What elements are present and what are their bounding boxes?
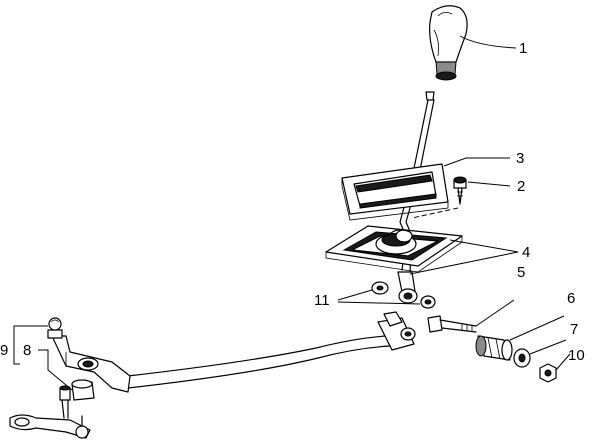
gear-knob	[429, 5, 468, 81]
callout-10: 10	[568, 347, 585, 364]
leader-5	[475, 299, 515, 327]
callout-6: 6	[567, 290, 575, 307]
callout-7: 7	[570, 321, 578, 338]
callout-9: 9	[0, 342, 8, 359]
washer-left	[371, 281, 389, 295]
lower-lever-bracket	[397, 271, 418, 304]
left-bracket-plate	[51, 335, 131, 393]
washer-right	[420, 295, 436, 309]
leader-4a	[449, 239, 519, 253]
screw	[453, 176, 467, 205]
leader-9	[13, 325, 48, 350]
leader-6	[509, 315, 565, 341]
lower-lever	[9, 414, 91, 439]
callout-5: 5	[517, 264, 525, 281]
leader-8	[38, 349, 73, 391]
callout-3: 3	[516, 150, 524, 167]
leader-4b	[409, 251, 519, 275]
callout-4: 4	[522, 244, 530, 261]
leader-11a	[337, 289, 373, 301]
gaiter-frame	[341, 163, 449, 221]
base-plate	[325, 225, 463, 273]
callout-2: 2	[517, 178, 525, 195]
leader-lines	[13, 35, 571, 391]
linkage-rod	[127, 311, 416, 389]
callout-labels: 1 2 3 4 5 6 7 8 9 10 11	[0, 40, 585, 364]
cap	[71, 379, 95, 401]
leader-7	[529, 339, 567, 355]
leader-3	[443, 157, 510, 167]
callout-1: 1	[519, 40, 527, 57]
nut	[539, 363, 557, 383]
lower-pin	[59, 385, 71, 419]
callout-8: 8	[23, 342, 31, 359]
washer-7	[513, 348, 531, 368]
leader-1	[459, 35, 517, 49]
leader-11b	[337, 301, 421, 305]
callout-11: 11	[314, 292, 330, 309]
ball-stud	[47, 317, 63, 339]
bushing	[475, 335, 513, 361]
leader-2	[467, 181, 511, 187]
leader-10	[555, 353, 571, 371]
leader-9b	[13, 350, 20, 365]
bolt	[427, 315, 477, 333]
